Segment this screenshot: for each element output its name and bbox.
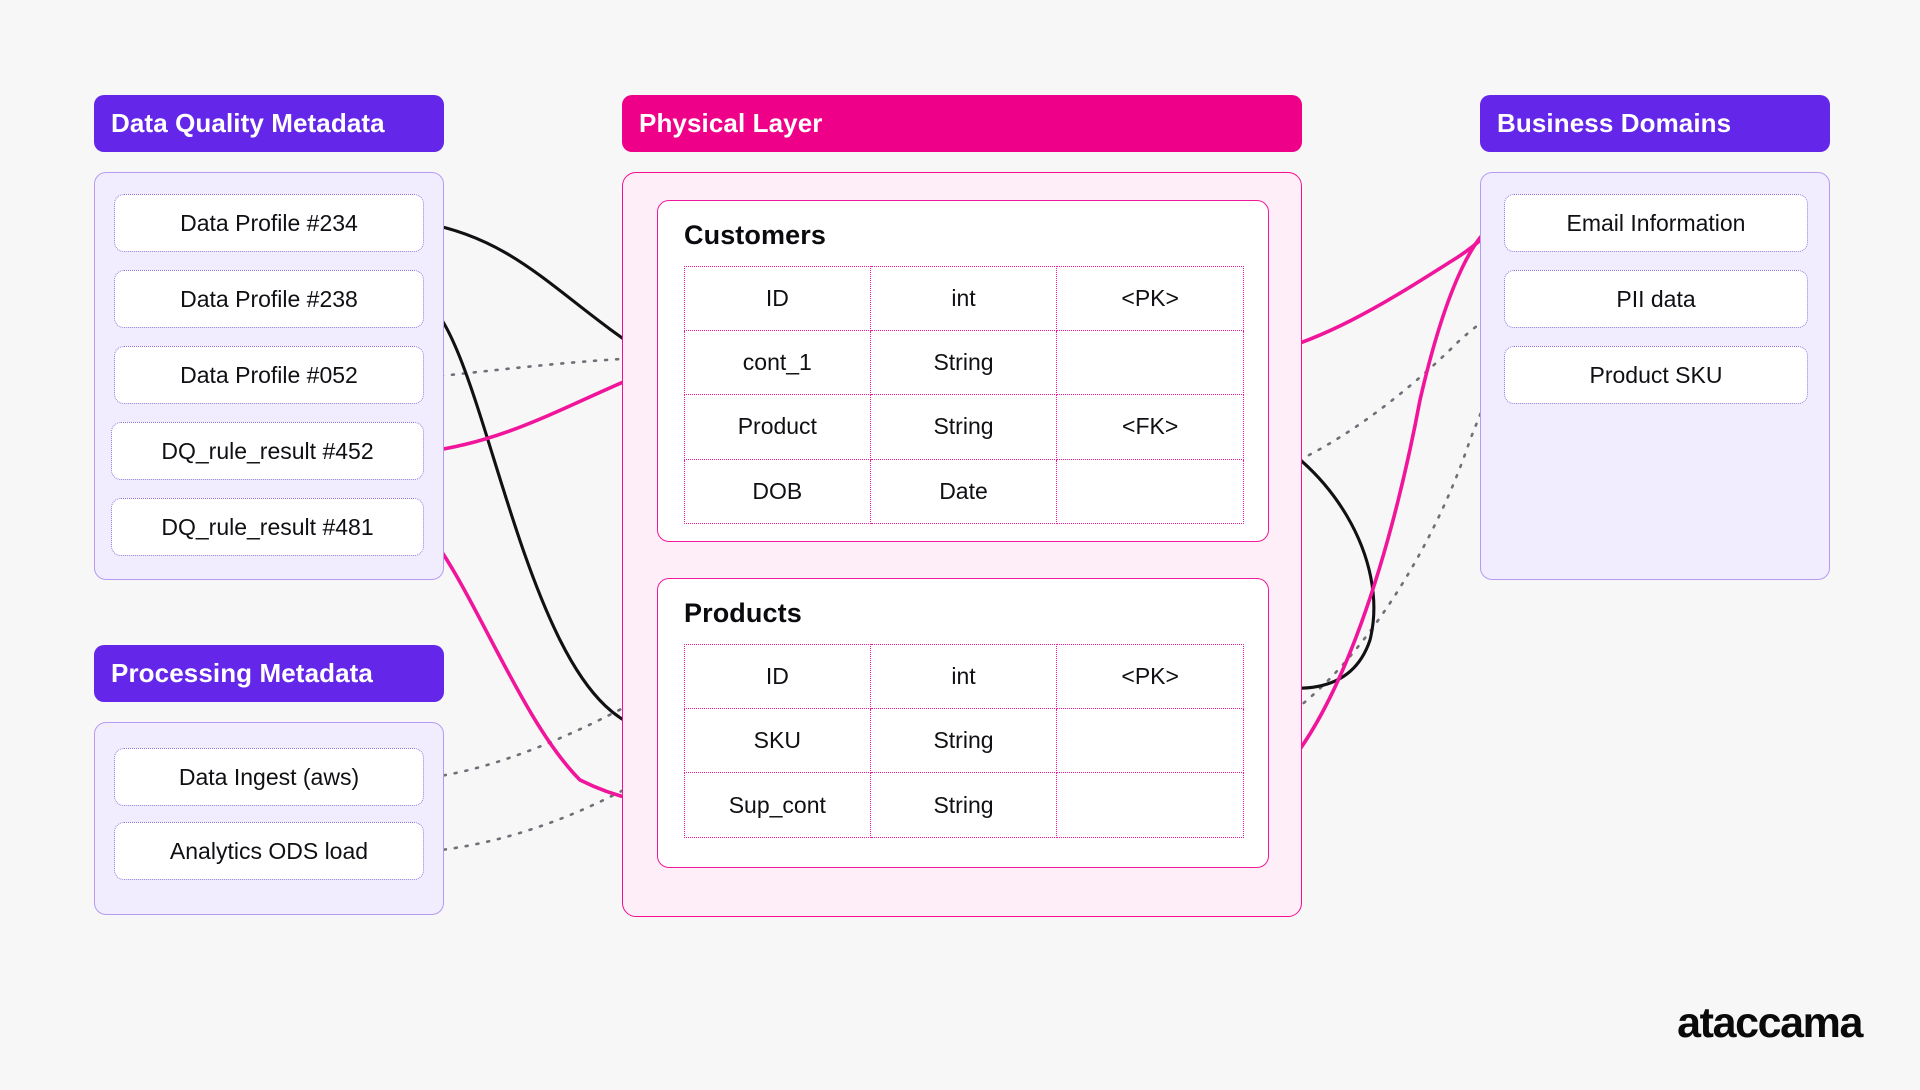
processing-item-0[interactable]: Data Ingest (aws) xyxy=(114,748,424,806)
products-cell-2-key xyxy=(1057,773,1244,838)
customers-cell-0-key: <PK> xyxy=(1057,266,1244,331)
bd-item-0-label: Email Information xyxy=(1566,209,1746,236)
customers-cell-2-column: Product xyxy=(684,395,871,460)
bd-item-1[interactable]: PII data xyxy=(1504,270,1808,328)
products-cell-2-column: Sup_cont xyxy=(684,773,871,838)
ataccama-logo-text: ataccama xyxy=(1677,999,1863,1047)
products-cell-0-column: ID xyxy=(684,644,871,709)
panel-title-processing: Processing Metadata xyxy=(111,658,373,688)
panel-header-data-quality: Data Quality Metadata xyxy=(94,95,444,152)
table-title-customers: Customers xyxy=(684,220,826,251)
dq-item-4-label: DQ_rule_result #481 xyxy=(161,513,374,540)
table-card-customers xyxy=(657,200,1269,542)
dq-item-3-label: DQ_rule_result #452 xyxy=(161,437,374,464)
dq-item-2-label: Data Profile #052 xyxy=(180,361,358,388)
bd-item-0[interactable]: Email Information xyxy=(1504,194,1808,252)
dotted-wire-profile052-to-cont1 xyxy=(428,356,642,379)
dq-item-1-label: Data Profile #238 xyxy=(180,285,358,312)
products-cell-1-key xyxy=(1057,708,1244,774)
processing-item-0-label: Data Ingest (aws) xyxy=(178,763,360,790)
customers-cell-1-key xyxy=(1057,330,1244,395)
dq-item-3[interactable]: DQ_rule_result #452 xyxy=(111,422,424,480)
dq-item-2[interactable]: Data Profile #052 xyxy=(114,346,424,404)
ataccama-logo: ataccama xyxy=(1677,999,1863,1048)
panel-title-data-quality: Data Quality Metadata xyxy=(111,108,385,138)
dq-item-0[interactable]: Data Profile #234 xyxy=(114,194,424,252)
bd-item-2[interactable]: Product SKU xyxy=(1504,346,1808,404)
dq-item-0-label: Data Profile #234 xyxy=(180,209,358,236)
panel-header-physical: Physical Layer xyxy=(622,95,1302,152)
customers-cell-2-type: String xyxy=(870,395,1058,460)
black-wire-profile238-to-productsku xyxy=(423,297,653,733)
dq-item-1[interactable]: Data Profile #238 xyxy=(114,270,424,328)
table-grid-products: ID int <PK> SKU String Sup_cont String xyxy=(684,644,1244,838)
products-cell-1-type: String xyxy=(870,708,1058,774)
customers-cell-1-type: String xyxy=(870,330,1058,395)
customers-cell-2-key: <FK> xyxy=(1057,395,1244,460)
panel-title-physical: Physical Layer xyxy=(639,108,823,138)
products-cell-2-type: String xyxy=(870,773,1058,838)
customers-cell-3-column: DOB xyxy=(684,459,871,524)
products-cell-1-column: SKU xyxy=(684,708,871,774)
customers-cell-0-type: int xyxy=(870,266,1058,331)
black-wire-profile234-to-cont1 xyxy=(423,221,653,360)
panel-header-business-domains: Business Domains xyxy=(1480,95,1830,152)
customers-cell-1-column: cont_1 xyxy=(684,330,871,395)
table-name-products: Products xyxy=(684,598,802,628)
products-cell-0-type: int xyxy=(870,644,1058,709)
table-card-products xyxy=(657,578,1269,868)
panel-title-business-domains: Business Domains xyxy=(1497,108,1732,138)
products-cell-0-key: <PK> xyxy=(1057,644,1244,709)
processing-item-1[interactable]: Analytics ODS load xyxy=(114,822,424,880)
table-grid-customers: ID int <PK> cont_1 String Product String… xyxy=(684,266,1244,524)
bd-item-1-label: PII data xyxy=(1616,285,1696,312)
table-title-products: Products xyxy=(684,598,802,629)
processing-item-1-label: Analytics ODS load xyxy=(169,837,369,864)
panel-header-processing: Processing Metadata xyxy=(94,645,444,702)
customers-cell-0-column: ID xyxy=(684,266,871,331)
table-name-customers: Customers xyxy=(684,220,826,250)
customers-cell-3-type: Date xyxy=(870,459,1058,524)
customers-cell-3-key xyxy=(1057,459,1244,524)
dq-item-4[interactable]: DQ_rule_result #481 xyxy=(111,498,424,556)
bd-item-2-label: Product SKU xyxy=(1589,361,1723,388)
